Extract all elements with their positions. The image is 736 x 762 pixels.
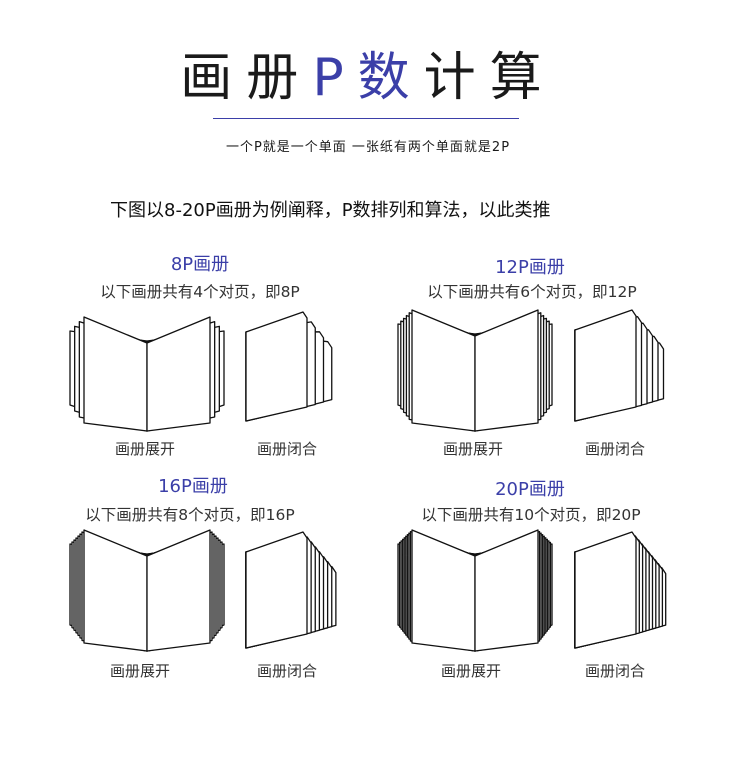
- group-desc-20p: 以下画册共有10个对页，即20P: [421, 506, 641, 524]
- book-page-right: [146, 316, 211, 432]
- group-desc-16p: 以下画册共有8个对页，即16P: [85, 506, 295, 524]
- label-closed-16p: 画册闭合: [257, 662, 318, 680]
- open-book-12p: [397, 309, 553, 432]
- label-open-8p: 画册展开: [115, 440, 176, 458]
- book-leaf: [245, 531, 308, 649]
- book-page-left: [411, 309, 476, 432]
- group-title-8p: 8P画册: [170, 254, 230, 275]
- book-page-left: [411, 529, 476, 652]
- open-book-8p: [69, 316, 225, 432]
- open-book-20p: [397, 529, 553, 652]
- book-leaf: [245, 311, 308, 422]
- book-page-right: [474, 309, 539, 432]
- book-page-right: [146, 529, 211, 652]
- group-title-16p: 16P画册: [158, 476, 228, 497]
- intro-text: 下图以8-20P画册为例阐释，P数排列和算法，以此类推: [110, 200, 551, 221]
- book-page-right: [474, 529, 539, 652]
- title-accent: P数: [312, 48, 424, 108]
- group-desc-8p: 以下画册共有4个对页，即8P: [100, 283, 300, 301]
- open-book-16p: [69, 529, 225, 652]
- group-title-12p: 12P画册: [495, 257, 565, 278]
- label-closed-12p: 画册闭合: [585, 440, 646, 458]
- label-closed-20p: 画册闭合: [585, 662, 646, 680]
- title-pre: 画册: [180, 48, 313, 108]
- closed-book-20p: [574, 531, 667, 649]
- book-leaf: [574, 309, 637, 422]
- book-page-left: [83, 529, 148, 652]
- book-page-left: [83, 316, 148, 432]
- page-title: 画册P数计算: [0, 46, 736, 110]
- group-title-20p: 20P画册: [495, 479, 565, 500]
- title-underline: [213, 118, 519, 119]
- subtitle: 一个P就是一个单面 一张纸有两个单面就是2P: [225, 140, 511, 155]
- closed-book-12p: [574, 309, 665, 422]
- label-open-12p: 画册展开: [443, 440, 504, 458]
- closed-book-16p: [245, 531, 337, 649]
- label-closed-8p: 画册闭合: [257, 440, 318, 458]
- closed-book-8p: [245, 311, 333, 422]
- label-open-20p: 画册展开: [441, 662, 502, 680]
- book-leaf: [574, 531, 637, 649]
- label-open-16p: 画册展开: [110, 662, 171, 680]
- group-desc-12p: 以下画册共有6个对页，即12P: [427, 283, 637, 301]
- title-post: 计算: [423, 48, 556, 108]
